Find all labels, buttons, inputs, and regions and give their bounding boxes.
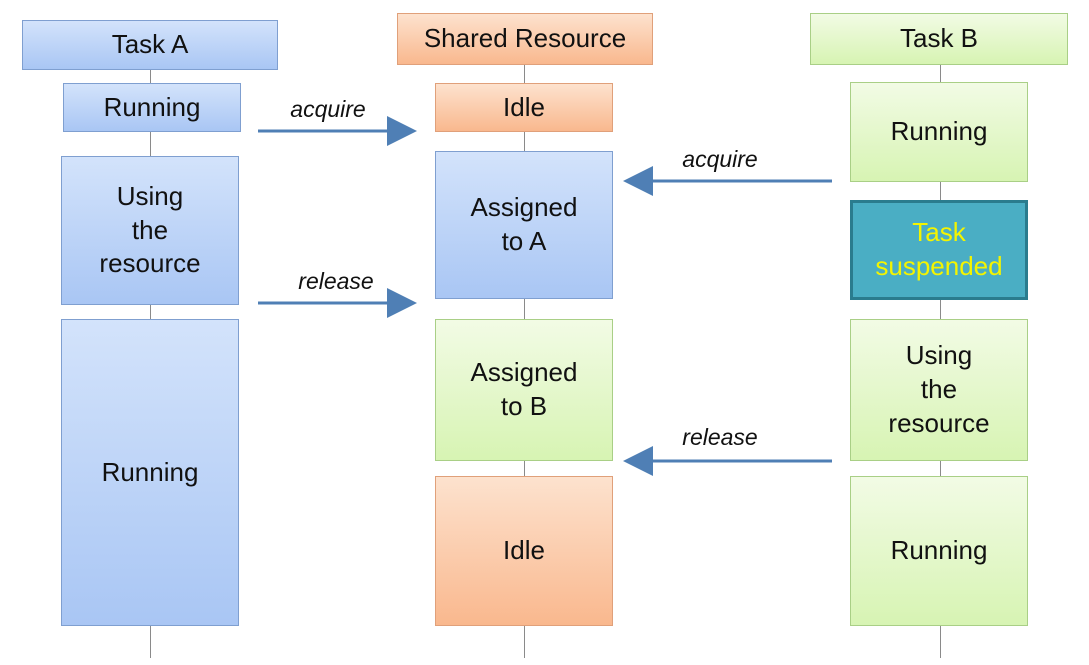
task-a-header: Task A	[22, 20, 278, 70]
task-b-acquire-label: acquire	[682, 146, 758, 172]
task-b-header: Task B	[810, 13, 1068, 65]
resource-idle-state-2: Idle	[435, 476, 613, 626]
task-a-acquire-label: acquire	[290, 96, 366, 122]
task-a-running-state-2: Running	[61, 319, 239, 626]
resource-idle-state: Idle	[435, 83, 613, 132]
task-b-using-resource-state: Using the resource	[850, 319, 1028, 461]
task-a-using-resource-state: Using the resource	[61, 156, 239, 305]
task-b-running-state-2: Running	[850, 476, 1028, 626]
task-a-release-label: release	[298, 268, 374, 294]
task-b-release-label: release	[682, 424, 758, 450]
task-a-running-state: Running	[63, 83, 241, 132]
shared-resource-header: Shared Resource	[397, 13, 653, 65]
resource-assigned-to-b-state: Assigned to B	[435, 319, 613, 461]
task-b-suspended-state: Task suspended	[850, 200, 1028, 300]
resource-assigned-to-a-state: Assigned to A	[435, 151, 613, 299]
task-b-running-state: Running	[850, 82, 1028, 182]
